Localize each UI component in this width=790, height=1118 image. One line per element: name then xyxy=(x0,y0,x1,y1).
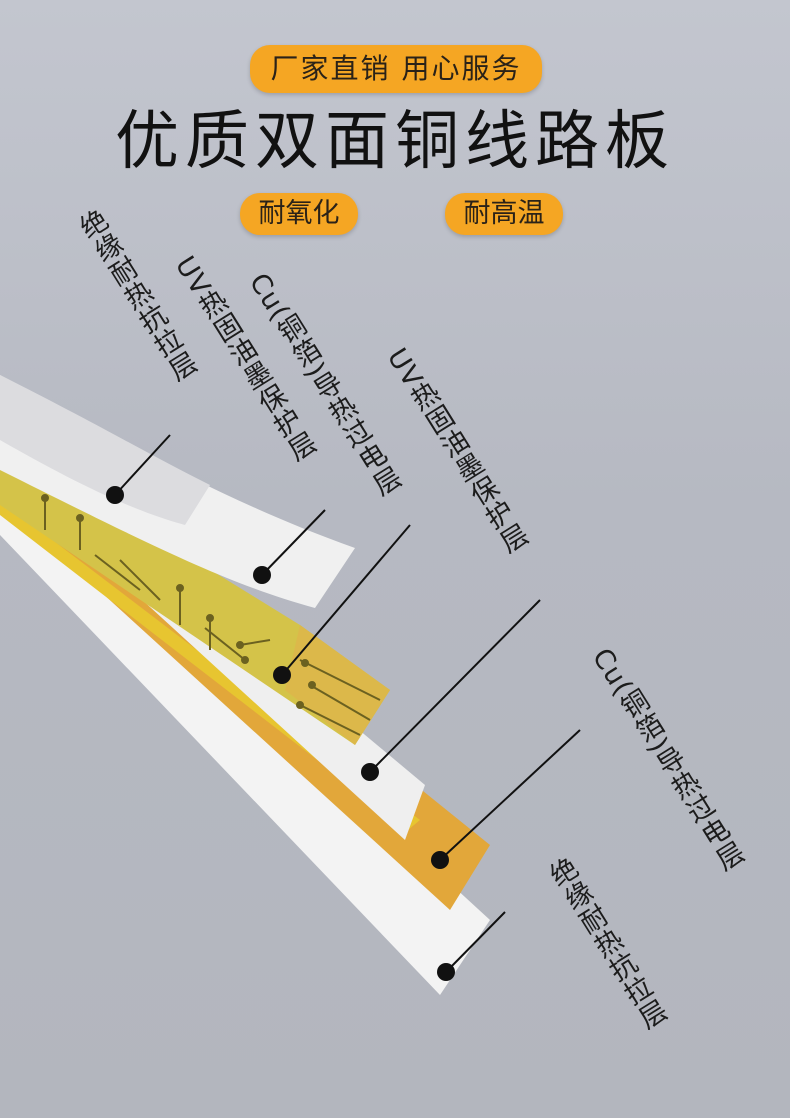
leader-dot-2 xyxy=(253,566,271,584)
header-badge: 厂家直销 用心服务 xyxy=(250,45,542,93)
leader-dot-6 xyxy=(437,963,455,981)
leader-line-3 xyxy=(281,524,411,676)
page-title: 优质双面铜线路板 xyxy=(115,105,675,179)
feature-badge-oxidation: 耐氧化 xyxy=(240,193,358,235)
leader-line-5 xyxy=(439,729,581,861)
leader-dot-1 xyxy=(106,486,124,504)
circuit-copper-foil-end xyxy=(285,625,390,745)
leader-dots xyxy=(106,486,455,981)
leader-line-1 xyxy=(114,434,171,496)
leader-dot-5 xyxy=(431,851,449,869)
leader-dot-4 xyxy=(361,763,379,781)
leader-line-6 xyxy=(445,911,506,973)
leader-line-4 xyxy=(369,599,541,773)
circuit-traces xyxy=(41,494,381,736)
leader-line-2 xyxy=(261,509,326,576)
feature-badge-heat: 耐高温 xyxy=(445,193,563,235)
leader-dot-3 xyxy=(273,666,291,684)
leader-lines xyxy=(114,434,581,973)
insulating-layer-top-shade xyxy=(0,375,210,525)
